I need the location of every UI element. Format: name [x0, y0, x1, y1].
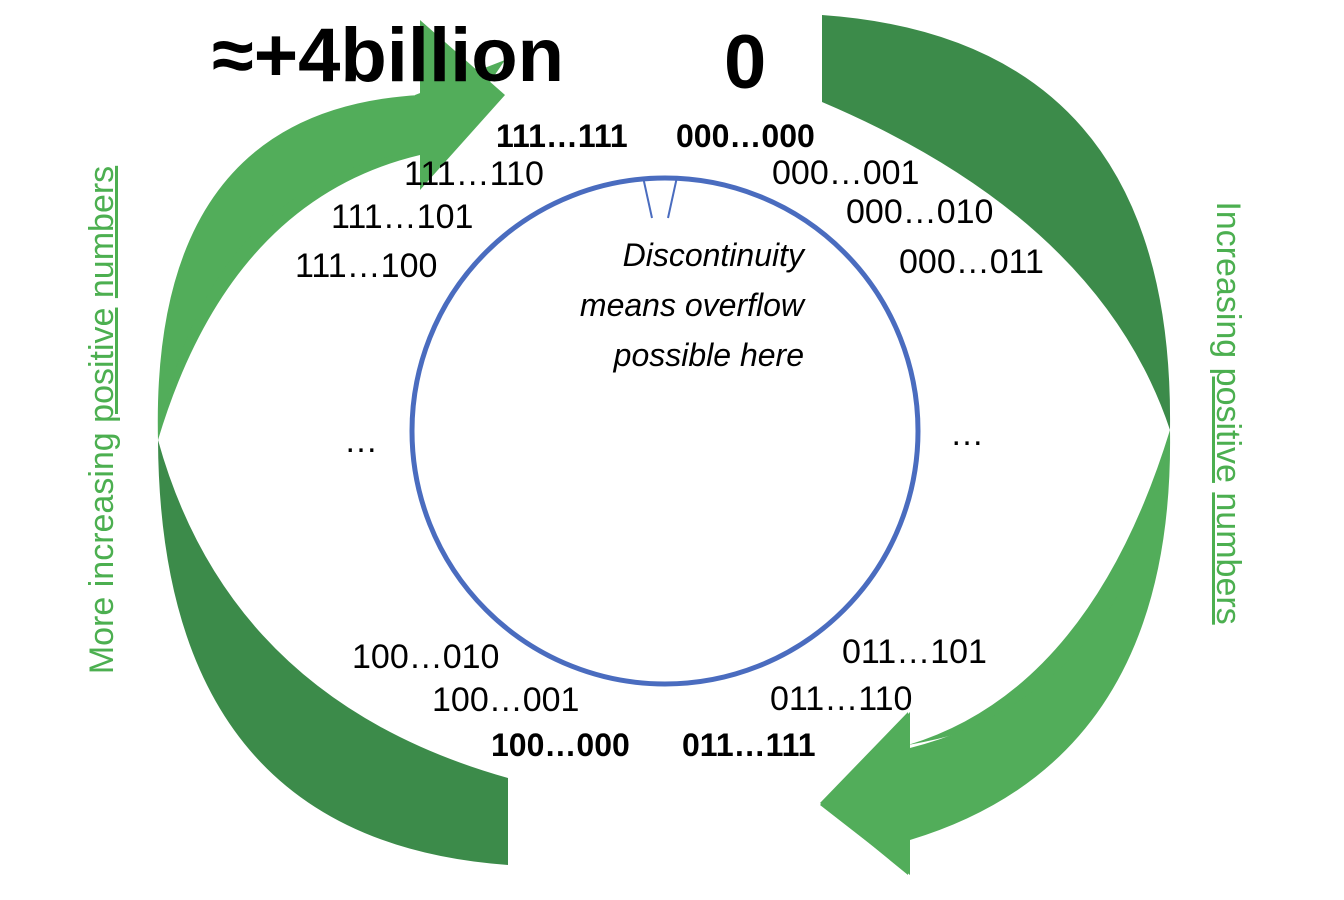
- bits-100-000: 100…000: [491, 727, 630, 763]
- bits-000-001: 000…001: [772, 154, 920, 192]
- note-line-1: Discontinuity: [622, 237, 804, 273]
- ellipsis-left: …: [344, 422, 378, 460]
- left-side-caption: More increasing positive numbers: [83, 165, 121, 675]
- left-arrow-lower-band: [158, 440, 508, 865]
- left-arrow-head: [157, 20, 506, 440]
- bits-000-010: 000…010: [846, 193, 994, 231]
- bits-011-101: 011…101: [842, 633, 987, 671]
- bits-011-111: 011…111: [682, 727, 816, 763]
- discontinuity-note: Discontinuity means overflow possible he…: [530, 230, 804, 380]
- right-arrow-upper-band: [822, 15, 1171, 430]
- discontinuity-line-left: [642, 176, 653, 219]
- bits-111-110: 111…110: [404, 155, 544, 193]
- left-caption-numbers: numbers: [83, 165, 121, 299]
- right-caption-positive: positive: [1209, 367, 1247, 483]
- left-caption-space: [83, 298, 121, 307]
- right-side-caption: Increasing positive numbers: [1209, 201, 1247, 625]
- right-caption-space: [1209, 483, 1247, 492]
- discontinuity-line-right: [667, 176, 678, 219]
- max-value-label: ≈+4billion: [212, 13, 565, 98]
- left-caption-prefix: More increasing: [83, 422, 121, 675]
- note-line-2: means overflow: [579, 287, 804, 323]
- bits-111-101: 111…101: [331, 198, 474, 236]
- left-caption-positive: positive: [83, 307, 121, 423]
- right-arrow-body: [820, 430, 1171, 875]
- zero-value-label: 0: [724, 20, 767, 105]
- bits-100-001: 100…001: [432, 681, 580, 719]
- bits-000-011: 000…011: [899, 243, 1044, 281]
- bits-all-ones: 111…111: [496, 118, 628, 154]
- right-caption-prefix: Increasing: [1209, 201, 1247, 368]
- left-arrow-body: [157, 60, 506, 440]
- note-line-3: possible here: [613, 337, 804, 373]
- bits-100-010: 100…010: [352, 638, 500, 676]
- right-caption-numbers: numbers: [1209, 492, 1247, 625]
- bits-111-100: 111…100: [295, 247, 438, 285]
- ellipsis-right: …: [950, 415, 984, 453]
- number-ring: [409, 175, 921, 687]
- bits-011-110: 011…110: [770, 680, 913, 718]
- bits-all-zeros: 000…000: [676, 118, 815, 154]
